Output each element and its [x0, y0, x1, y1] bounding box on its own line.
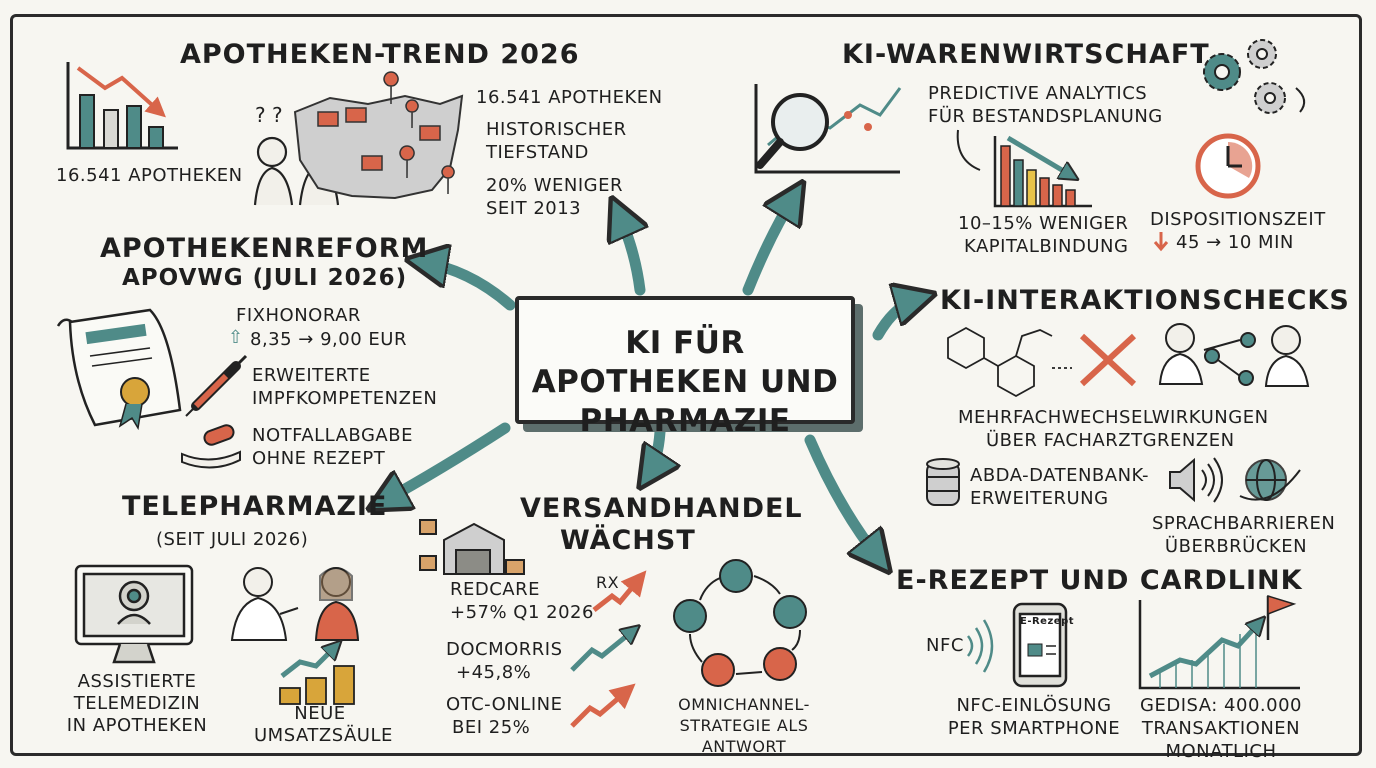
- versand-omni-line3: ANTWORT: [701, 737, 787, 756]
- erezept-nfc-line2: PER SMARTPHONE: [947, 718, 1121, 739]
- arrow-to-versand: [648, 426, 660, 475]
- down-arrow-icon: [1153, 232, 1169, 252]
- versand-otc-line2: BEI 25%: [452, 717, 531, 738]
- versand-redcare-line2: +57% Q1 2026: [450, 602, 594, 623]
- erezept-gedisa-line2: TRANSAKTIONEN: [1141, 718, 1301, 739]
- magnifier-chart-icon: [754, 84, 902, 174]
- sketch-frame: [10, 14, 1362, 756]
- inter-abda-line1: ABDA-DATENBANK-: [970, 465, 1149, 486]
- svg-text:? ?: ? ?: [255, 103, 283, 127]
- gears-icon: [1203, 39, 1306, 114]
- tele-subtitle: (SEIT JULI 2026): [156, 529, 309, 550]
- reform-fix-value: 8,35 → 9,00 EUR: [250, 329, 407, 350]
- reform-notfall-line2: OHNE REZEPT: [252, 448, 386, 469]
- arrow-to-tele: [382, 422, 511, 502]
- tele-neu-line1: NEUE: [294, 703, 346, 724]
- inter-sprach-line1: SPRACHBARRIEREN: [1152, 513, 1336, 534]
- branch-arrows: [382, 195, 920, 560]
- arrow-to-waren: [742, 195, 795, 296]
- monitor-webcam-icon: [74, 564, 194, 664]
- germany-map-icon: [293, 71, 464, 200]
- central-topic-box: KI FÜR APOTHEKEN UND PHARMAZIE: [515, 296, 855, 439]
- trend-low-line2: TIEFSTAND: [486, 142, 589, 163]
- speaker-icon: [1169, 457, 1223, 503]
- trend-low-line1: HISTORISCHER: [486, 119, 627, 140]
- versand-title-line2: WÄCHST: [560, 525, 696, 556]
- arrow-to-inter: [872, 298, 920, 341]
- versand-omni-line2: STRATEGIE ALS: [679, 716, 809, 735]
- waren-title: KI-WARENWIRTSCHAFT: [842, 39, 1210, 70]
- inter-mehr-line1: MEHRFACHWECHSELWIRKUNGEN: [958, 407, 1269, 428]
- pill-hand-icon: [181, 424, 241, 469]
- growth-flag-chart-icon: [1138, 594, 1300, 690]
- waren-kap-line1: 10–15% WENIGER: [958, 213, 1129, 234]
- globe-icon: [1239, 459, 1301, 501]
- warehouse-icon: [419, 519, 525, 575]
- tele-assist-line2: TELEMEDIZIN: [73, 693, 201, 714]
- trend-count: 16.541 APOTHEKEN: [476, 87, 663, 108]
- arrow-to-trend: [618, 212, 640, 296]
- database-icon: [926, 458, 960, 506]
- erezept-gedisa-line3: MONATLICH: [1165, 741, 1277, 762]
- reform-notfall-line1: NOTFALLABGABE: [252, 425, 413, 446]
- reform-subtitle: APOVWG (JULI 2026): [122, 265, 408, 291]
- tele-assist-line1: ASSISTIERTE: [77, 671, 197, 692]
- molecule-icon: [947, 326, 1137, 398]
- clock-icon: [1195, 133, 1261, 199]
- versand-omni-line1: OMNICHANNEL-: [678, 695, 810, 714]
- trend-title: APOTHEKEN-TREND 2026: [180, 39, 580, 70]
- waren-pred-line1: PREDICTIVE ANALYTICS: [928, 83, 1148, 104]
- waren-pred-line2: FÜR BESTANDSPLANUNG: [928, 106, 1163, 127]
- doctor-icon: [1158, 323, 1310, 387]
- versand-rx-label: RX: [596, 573, 620, 592]
- versand-doc-line1: DOCMORRIS: [446, 639, 563, 660]
- nfc-phone-icon: [966, 602, 1068, 688]
- trend-left-count: 16.541 APOTHEKEN: [56, 165, 243, 186]
- erezept-gedisa-line1: GEDISA: 400.000: [1140, 695, 1302, 716]
- inter-mehr-line2: ÜBER FACHARZTGRENZEN: [986, 430, 1235, 451]
- erezept-nfc-label: NFC: [926, 635, 964, 656]
- central-topic-title: KI FÜR APOTHEKEN UND PHARMAZIE: [531, 325, 839, 439]
- reform-impf-line1: ERWEITERTE: [252, 365, 371, 386]
- up-arrow-icon: ⇧: [228, 327, 244, 348]
- versand-redcare-line1: REDCARE: [450, 579, 541, 600]
- erezept-title: E-REZEPT UND CARDLINK: [896, 565, 1303, 596]
- tele-neu-line2: UMSATZSÄULE: [254, 725, 393, 746]
- coins-growth-icon: [279, 646, 355, 705]
- document-seal-icon: [56, 308, 182, 431]
- syringe-icon: [185, 354, 248, 417]
- arrow-to-erezept: [804, 434, 880, 560]
- arrow-to-reform: [422, 262, 516, 311]
- trend-pct-line1: 20% WENIGER: [486, 175, 624, 196]
- omnichannel-cycle-icon: [673, 559, 807, 687]
- inter-sprach-line2: ÜBERBRÜCKEN: [1164, 536, 1308, 557]
- versand-title-line1: VERSANDHANDEL: [520, 493, 803, 524]
- tele-assist-line3: IN APOTHEKEN: [66, 715, 208, 736]
- growth-arrows-icon: [570, 570, 647, 728]
- reform-impf-line2: IMPFKOMPETENZEN: [252, 388, 438, 409]
- erezept-nfc-line1: NFC-EINLÖSUNG: [956, 695, 1112, 716]
- waren-dispo-line2: 45 → 10 MIN: [1176, 232, 1294, 253]
- inter-title: KI-INTERAKTIONSCHECKS: [940, 285, 1350, 316]
- erezept-phone-label: E-Rezept: [1020, 616, 1075, 627]
- inter-abda-line2: ERWEITERUNG: [970, 488, 1109, 509]
- waren-dispo-line1: DISPOSITIONSZEIT: [1150, 209, 1326, 230]
- tele-title: TELEPHARMAZIE: [122, 491, 388, 522]
- reform-title: APOTHEKENREFORM: [100, 233, 429, 264]
- reform-fix-label: FIXHONORAR: [236, 305, 361, 326]
- waren-kap-line2: KAPITALBINDUNG: [964, 236, 1129, 257]
- pharmacist-patient-icon: [230, 567, 360, 641]
- trend-pct-line2: SEIT 2013: [486, 198, 582, 219]
- declining-bar-chart-icon: [66, 62, 178, 150]
- inventory-bar-chart-icon: [956, 129, 1092, 208]
- versand-otc-line1: OTC-ONLINE: [446, 694, 563, 715]
- versand-doc-line2: +45,8%: [456, 662, 532, 683]
